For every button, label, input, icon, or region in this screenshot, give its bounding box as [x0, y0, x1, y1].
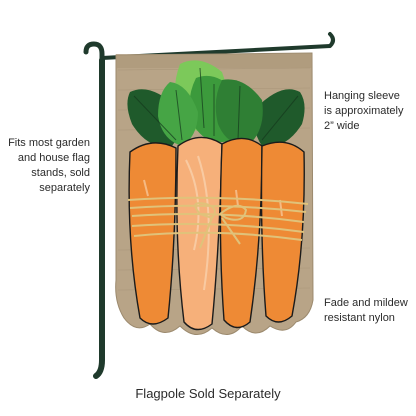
flagpole-caption: Flagpole Sold Separately [135, 386, 281, 401]
sleeve-width-note: Hanging sleeve is approximately 2” wide [324, 90, 404, 132]
stand-fit-note: Fits most garden and house flag stands, … [8, 137, 90, 194]
hanging-sleeve [116, 54, 312, 68]
material-note: Fade and mildew resistant nylon [324, 297, 408, 324]
carrot-leaves [127, 60, 305, 147]
twine-bow [127, 196, 309, 249]
